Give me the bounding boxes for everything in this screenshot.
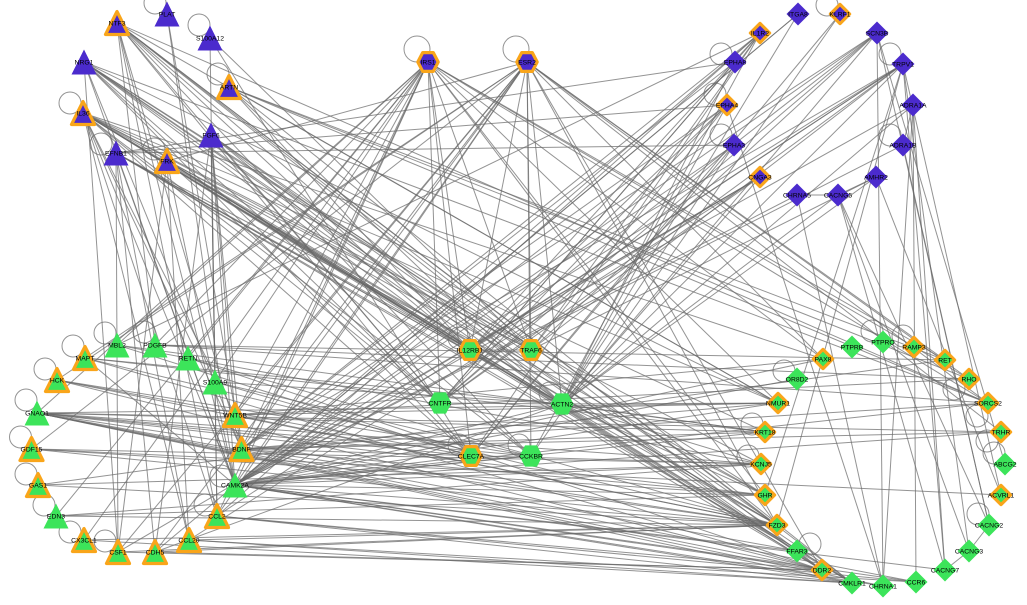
svg-text:SCN3B: SCN3B xyxy=(866,31,889,38)
svg-text:CX3CL1: CX3CL1 xyxy=(71,538,97,545)
svg-text:CMKLR1: CMKLR1 xyxy=(838,581,866,588)
svg-text:ADRA1B: ADRA1B xyxy=(889,143,917,150)
svg-text:MAPT: MAPT xyxy=(76,356,95,363)
svg-text:FFAR3: FFAR3 xyxy=(786,549,807,556)
svg-text:S100A12: S100A12 xyxy=(196,36,224,43)
svg-text:BDNF: BDNF xyxy=(232,447,251,454)
svg-text:ESR2: ESR2 xyxy=(518,60,536,67)
svg-text:PAX8: PAX8 xyxy=(815,357,832,364)
svg-text:EPHA8: EPHA8 xyxy=(724,60,747,67)
svg-text:PTPRO: PTPRO xyxy=(871,340,894,347)
svg-text:GHR: GHR xyxy=(757,493,772,500)
svg-text:CACNG5: CACNG5 xyxy=(824,193,853,200)
svg-text:KRT18: KRT18 xyxy=(754,430,775,437)
svg-text:CNGA3: CNGA3 xyxy=(748,175,772,182)
svg-text:CCL2: CCL2 xyxy=(208,514,226,521)
svg-text:FGF6: FGF6 xyxy=(202,133,220,140)
svg-text:NMUR1: NMUR1 xyxy=(766,401,790,408)
svg-text:CHRNA5: CHRNA5 xyxy=(783,193,811,200)
svg-text:SORCS2: SORCS2 xyxy=(974,401,1002,408)
svg-text:OR8D2: OR8D2 xyxy=(786,377,809,384)
svg-text:RHO: RHO xyxy=(961,377,976,384)
svg-text:EPHA4: EPHA4 xyxy=(716,103,739,110)
svg-text:IL12RB1: IL12RB1 xyxy=(457,348,484,355)
svg-text:ADRA1A: ADRA1A xyxy=(899,103,927,110)
svg-text:MBL2: MBL2 xyxy=(108,343,126,350)
svg-text:CDH5: CDH5 xyxy=(146,550,165,557)
svg-text:TRAF6: TRAF6 xyxy=(520,348,542,355)
svg-text:CSF1: CSF1 xyxy=(109,550,127,557)
svg-text:AMHR2: AMHR2 xyxy=(864,175,888,182)
svg-text:CAMK2A: CAMK2A xyxy=(221,483,249,490)
svg-text:RET: RET xyxy=(938,358,952,365)
svg-text:GAS1: GAS1 xyxy=(29,483,47,490)
svg-text:FRK: FRK xyxy=(160,159,174,166)
svg-text:EFNB1: EFNB1 xyxy=(105,151,127,158)
svg-text:EDN3: EDN3 xyxy=(47,514,65,521)
svg-text:PDGFB: PDGFB xyxy=(143,343,167,350)
svg-text:IRS1: IRS1 xyxy=(420,60,435,67)
svg-text:EPHA3: EPHA3 xyxy=(723,143,746,150)
svg-text:RETN: RETN xyxy=(179,356,198,363)
svg-text:ITGA8: ITGA8 xyxy=(788,12,808,19)
svg-text:DDR2: DDR2 xyxy=(813,568,832,575)
svg-text:NTF3: NTF3 xyxy=(109,21,126,28)
svg-text:GNAO1: GNAO1 xyxy=(25,411,49,418)
svg-text:CCL20: CCL20 xyxy=(178,538,199,545)
svg-text:CCR6: CCR6 xyxy=(907,580,926,587)
svg-text:TRHR: TRHR xyxy=(992,430,1011,437)
svg-text:CCKBR: CCKBR xyxy=(519,454,543,461)
svg-text:NRG1: NRG1 xyxy=(75,60,94,67)
svg-text:IL1R2: IL1R2 xyxy=(751,31,769,38)
svg-text:CACNG2: CACNG2 xyxy=(975,523,1004,530)
svg-text:CACNG7: CACNG7 xyxy=(931,568,960,575)
svg-text:HCK: HCK xyxy=(50,378,65,385)
svg-text:ARTN: ARTN xyxy=(220,85,238,92)
svg-text:CHRNA1: CHRNA1 xyxy=(869,584,897,591)
svg-text:TRPV1: TRPV1 xyxy=(892,62,914,69)
svg-text:PLAT: PLAT xyxy=(159,12,176,19)
svg-text:ABCG2: ABCG2 xyxy=(993,462,1016,469)
svg-text:ACTN2: ACTN2 xyxy=(551,402,574,409)
svg-text:GDF15: GDF15 xyxy=(21,447,43,454)
svg-text:CNTFR: CNTFR xyxy=(428,401,451,408)
svg-text:KLRF1: KLRF1 xyxy=(829,12,850,19)
svg-text:IL36: IL36 xyxy=(76,111,89,118)
svg-text:WNT5B: WNT5B xyxy=(223,413,247,420)
svg-text:CACNG3: CACNG3 xyxy=(955,549,984,556)
svg-text:PTPRB: PTPRB xyxy=(841,345,864,352)
svg-text:KCNJ5: KCNJ5 xyxy=(750,462,772,469)
svg-text:RAMP3: RAMP3 xyxy=(902,345,926,352)
svg-text:FZD3: FZD3 xyxy=(769,523,786,530)
svg-text:ACVRL1: ACVRL1 xyxy=(988,493,1015,500)
svg-text:S100A9: S100A9 xyxy=(203,380,227,387)
svg-text:CLEC7A: CLEC7A xyxy=(458,454,485,461)
